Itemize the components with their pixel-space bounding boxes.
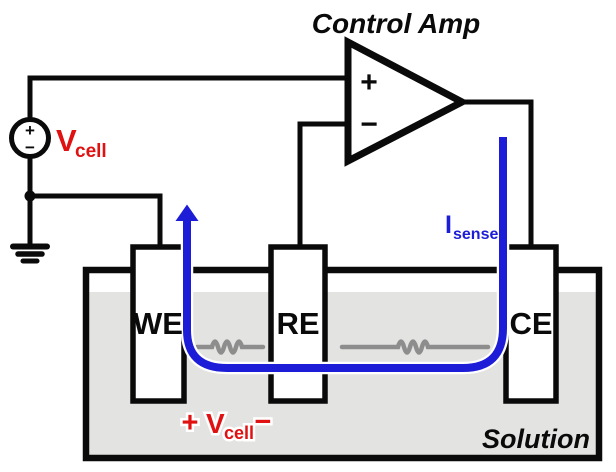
voltage-source-plus: + bbox=[25, 121, 35, 140]
current-path-line bbox=[183, 137, 507, 372]
wire-source-to-plus-input bbox=[27, 75, 348, 122]
vcell-source-sub: cell bbox=[75, 141, 107, 162]
opamp-plus-label: + bbox=[360, 66, 378, 99]
cell-voltage-annotation: + V cell − bbox=[179, 404, 274, 446]
vcell-source-main: V bbox=[56, 123, 77, 158]
wire-ground-branch-to-we bbox=[30, 193, 163, 247]
beaker-border bbox=[82, 266, 603, 462]
isense-label: I sense bbox=[445, 211, 498, 243]
opamp-minus-label: − bbox=[360, 108, 378, 141]
resistor-re-ce bbox=[339, 339, 491, 355]
isense-sub: sense bbox=[453, 226, 498, 243]
voltage-source: + − bbox=[9, 117, 51, 159]
opamp-triangle bbox=[344, 36, 470, 167]
opamp: + − bbox=[344, 36, 470, 167]
we-label: WE bbox=[133, 306, 183, 341]
re-label: RE bbox=[276, 306, 319, 341]
cell-voltage-plus: + bbox=[182, 407, 199, 439]
cell-voltage-main: V bbox=[206, 408, 225, 439]
isense-main: I bbox=[445, 211, 452, 239]
cell-voltage-minus: − bbox=[255, 406, 272, 438]
junction-dot bbox=[24, 190, 36, 202]
ground-icon bbox=[10, 243, 50, 264]
wire-re-to-minus-input bbox=[297, 121, 348, 247]
solution-label: Solution bbox=[482, 424, 590, 454]
voltage-source-circle bbox=[9, 117, 51, 159]
wires bbox=[27, 75, 534, 247]
wire-output-to-ce bbox=[460, 99, 534, 247]
ce-label: CE bbox=[509, 306, 552, 341]
current-arrow-icon bbox=[175, 204, 199, 221]
current-path bbox=[175, 137, 510, 375]
page-title: Control Amp bbox=[312, 8, 481, 39]
cell-voltage-sub: cell bbox=[224, 423, 254, 443]
resistor-we-re bbox=[194, 339, 266, 355]
voltage-source-minus: − bbox=[25, 138, 35, 157]
vcell-source-label: V cell bbox=[56, 123, 107, 162]
